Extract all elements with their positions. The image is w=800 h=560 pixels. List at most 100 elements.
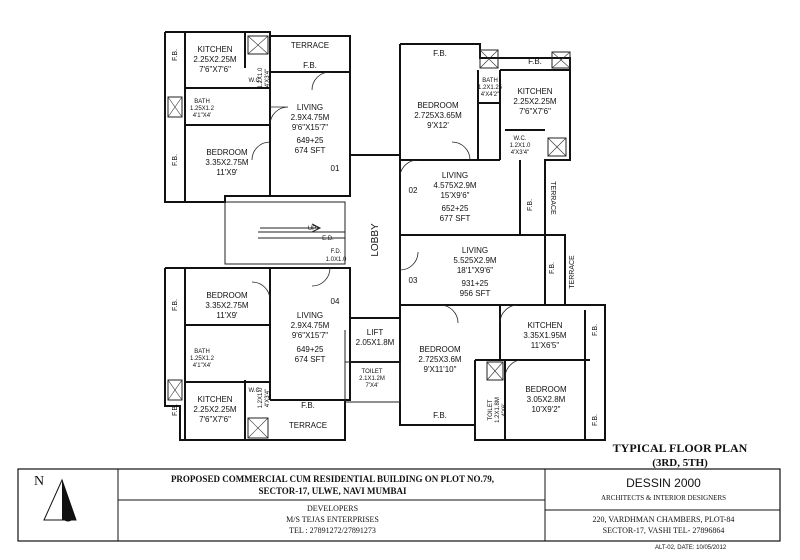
firm-address-line2: SECTOR-17, VASHI TEL- 27896864 xyxy=(602,526,725,535)
f3-living-ft: 18'1"X9'6" xyxy=(457,266,493,275)
firm-subtitle: ARCHITECTS & INTERIOR DESIGNERS xyxy=(600,494,727,502)
f2-living-m: 4.575X2.9M xyxy=(433,181,476,190)
up-label: UP xyxy=(308,226,316,232)
f3-fb: F.B. xyxy=(433,411,447,420)
common-toilet-m: 2.1X1.2M xyxy=(359,376,385,382)
common-toilet-name: TOILET xyxy=(362,369,383,375)
f3-bedroom2-ft: 10'X9'2" xyxy=(531,405,560,414)
f4-kitchen-name: KITCHEN xyxy=(197,395,232,404)
f3-living-name: LIVING xyxy=(462,246,488,255)
f3-living-m: 5.525X2.9M xyxy=(453,256,496,265)
f1-fb-side: F.B. xyxy=(172,49,179,61)
f1-kitchen-name: KITCHEN xyxy=(197,45,232,54)
f2-wc-ft: 4'X3'4" xyxy=(511,150,529,156)
f4-wc-m: 1.2X1.0 xyxy=(258,387,264,408)
f3-bedroom2-m: 3.05X2.8M xyxy=(527,395,566,404)
f2-bath-m: 1.2X1.25 xyxy=(478,85,503,91)
f1-wc-m: 1.2X1.0 xyxy=(258,67,264,88)
f1-bath-m: 1.25X1.2 xyxy=(190,106,215,112)
f3-fb-side-3: F.B. xyxy=(592,414,599,426)
fd-size: 1.0X1.0 xyxy=(326,257,347,263)
f2-living-name: LIVING xyxy=(442,171,468,180)
plan-title: TYPICAL FLOOR PLAN (3RD, 5TH) xyxy=(613,441,748,469)
lobby-label: LOBBY xyxy=(370,223,381,257)
f1-bath-name: BATH xyxy=(194,99,210,105)
f1-living-m: 2.9X4.75M xyxy=(291,113,330,122)
f4-fb-side: F.B. xyxy=(172,299,179,311)
f4-bedroom-name: BEDROOM xyxy=(206,291,248,300)
f2-fb: F.B. xyxy=(433,49,447,58)
f4-area: 649+25 xyxy=(297,345,324,354)
f1-fb: F.B. xyxy=(303,61,317,70)
f1-bedroom-ft: 11'X9' xyxy=(216,168,238,177)
f4-kitchen-ft: 7'6"X7'6" xyxy=(199,415,231,424)
f4-bedroom-m: 3.35X2.75M xyxy=(205,301,248,310)
f2-wc-m: 1.2X1.0 xyxy=(510,143,531,149)
f3-sft: 956 SFT xyxy=(460,289,491,298)
f2-kitchen-m: 2.25X2.25M xyxy=(513,97,556,106)
f1-flat-no: 01 xyxy=(331,164,340,173)
f1-bath-ft: 4'1"X4' xyxy=(193,113,211,119)
plan-title-line1: TYPICAL FLOOR PLAN xyxy=(613,441,748,455)
f4-living-name: LIVING xyxy=(297,311,323,320)
f2-bath-name: BATH xyxy=(482,78,498,84)
developer-tel: TEL : 27891272/27891273 xyxy=(289,526,376,535)
title-block-frame: N xyxy=(17,468,781,542)
f2-area: 652+25 xyxy=(442,204,469,213)
f3-bedroom2-name: BEDROOM xyxy=(525,385,567,394)
f4-terrace: TERRACE xyxy=(289,421,327,430)
f2-bedroom-name: BEDROOM xyxy=(417,101,459,110)
f1-wc-ft: 4'X3'4" xyxy=(265,69,271,87)
f2-bedroom-m: 2.725X3.65M xyxy=(414,111,462,120)
f3-fb-side: F.B. xyxy=(549,262,556,274)
f3-bedroom1-ft: 9'X11'10" xyxy=(424,365,457,374)
f1-kitchen-ft: 7'6"X7'6" xyxy=(199,65,231,74)
project-line2: SECTOR-17, ULWE, NAVI MUMBAI xyxy=(258,486,407,496)
developer-name: M/S TEJAS ENTERPRISES xyxy=(286,515,379,524)
f4-living-m: 2.9X4.75M xyxy=(291,321,330,330)
f1-bedroom-name: BEDROOM xyxy=(206,148,248,157)
room-labels: KITCHEN 2.25X2.25M 7'6"X7'6" LIVING 2.9X… xyxy=(190,41,567,430)
f3-area: 931+25 xyxy=(462,279,489,288)
ed-label: E.D. xyxy=(322,236,334,242)
lift-name: LIFT xyxy=(367,328,384,337)
f4-bath-m: 1.25X1.2 xyxy=(190,356,215,362)
f1-area: 649+25 xyxy=(297,136,324,145)
f2-kitchen-ft: 7'6"X7'6" xyxy=(519,107,551,116)
f4-bath-ft: 4'1"X4' xyxy=(193,363,211,369)
right-wing-walls xyxy=(344,43,606,441)
f3-toilet-ft: 4'X6' xyxy=(502,404,508,417)
shaft-hatches xyxy=(167,35,571,439)
f1-living-name: LIVING xyxy=(297,103,323,112)
plan-title-line2: (3RD, 5TH) xyxy=(652,457,708,469)
f2-kitchen-name: KITCHEN xyxy=(517,87,552,96)
stair-up-arrow xyxy=(260,223,322,233)
f2-fb-2: F.B. xyxy=(528,57,542,66)
firm-name: DESSIN 2000 xyxy=(626,476,701,490)
f3-toilet-name: TOILET xyxy=(488,399,494,420)
f4-living-ft: 9'6"X15'7" xyxy=(292,331,328,340)
firm-address-line1: 220, VARDHMAN CHAMBERS, PLOT-84 xyxy=(592,515,735,524)
f1-living-ft: 9'6"X15'7" xyxy=(292,123,328,132)
fd-name: F.D. xyxy=(331,249,342,255)
common-toilet-ft: 7'X4' xyxy=(366,383,379,389)
f2-living-ft: 15'X9'6" xyxy=(440,191,469,200)
door-swings xyxy=(251,71,521,379)
f4-bedroom-ft: 11'X9' xyxy=(216,311,238,320)
f3-kitchen-ft: 11'X6'5" xyxy=(531,341,560,350)
f4-wc-ft: 4'X3'4" xyxy=(265,389,271,407)
f1-wc-name: W.C. xyxy=(249,78,262,84)
f1-kitchen-m: 2.25X2.25M xyxy=(193,55,236,64)
f4-flat-no: 04 xyxy=(331,297,340,306)
f3-bedroom1-m: 2.725X3.6M xyxy=(418,355,461,364)
f1-sft: 674 SFT xyxy=(295,146,326,155)
f2-terrace-side: TERRACE xyxy=(549,181,556,215)
f3-fb-side-2: F.B. xyxy=(592,324,599,336)
f3-terrace-side: TERRACE xyxy=(569,255,576,289)
f1-terrace: TERRACE xyxy=(291,41,329,50)
f4-sft: 674 SFT xyxy=(295,355,326,364)
f2-flat-no: 02 xyxy=(409,186,418,195)
drawing-footer: ALT-02, DATE: 10/05/2012 xyxy=(655,545,727,551)
f2-sft: 677 SFT xyxy=(440,214,471,223)
